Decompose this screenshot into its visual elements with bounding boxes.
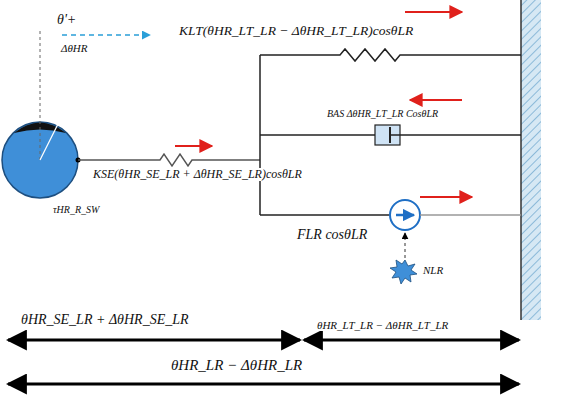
force-source xyxy=(260,200,521,284)
dimension-arrow xyxy=(8,339,300,342)
force-arrow xyxy=(405,11,462,13)
damper-force-label: BAS ΔθHR_LT_LR CosθLR xyxy=(326,108,439,119)
series-spring-label: KSE(θHR_SE_LR + ΔθHR_SE_LR)cosθLR xyxy=(92,168,303,181)
fixed-wall xyxy=(521,0,541,320)
length-tension-spring xyxy=(260,49,521,61)
dimension-arrow xyxy=(8,383,519,386)
neural-input-star xyxy=(390,260,417,284)
dimension-arrow xyxy=(304,339,519,342)
active-force-label: FLR cosθLR xyxy=(296,227,368,242)
force-arrow xyxy=(420,196,472,198)
angle-label: θ'+ xyxy=(56,12,77,27)
dimension-label: θHR_LR − ΔθHR_LR xyxy=(170,357,303,374)
torque-label: τHR_R_SW xyxy=(52,204,100,215)
force-arrow xyxy=(410,99,462,101)
dimension-label: θHR_SE_LR + ΔθHR_SE_LR xyxy=(20,312,190,327)
eyeball xyxy=(2,30,81,198)
series-spring xyxy=(78,154,260,166)
damper-symbol xyxy=(260,125,521,145)
dimension-label: θHR_LT_LR − ΔθHR_LT_LR xyxy=(316,319,449,331)
angle-change-label: ΔθHR xyxy=(60,42,89,54)
neural-input-label: NLR xyxy=(422,264,444,276)
force-arrow xyxy=(175,145,212,147)
spring-force-label: KLT(θHR_LT_LR − ΔθHR_LT_LR)cosθLR xyxy=(178,24,414,39)
reference-axis xyxy=(62,34,150,36)
